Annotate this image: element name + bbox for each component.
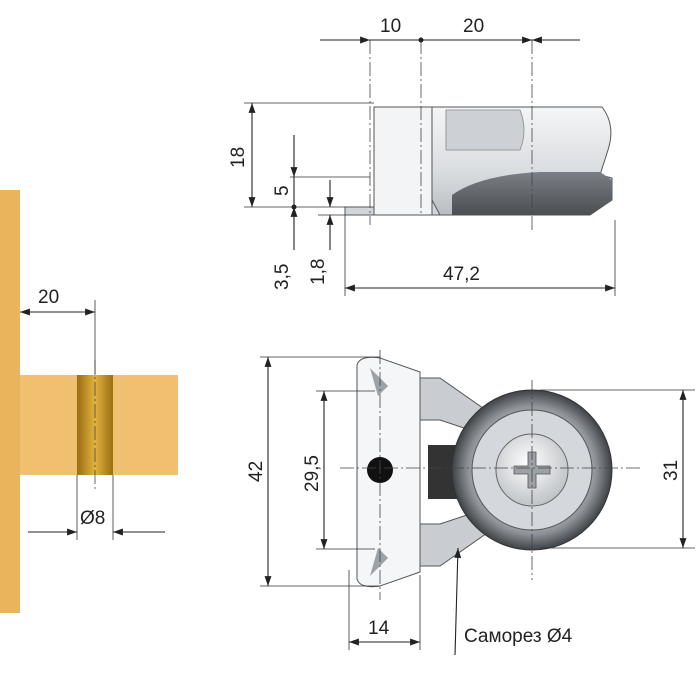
dim-width-29-5: 29,5 bbox=[302, 455, 323, 492]
dim-width-42: 42 bbox=[246, 461, 267, 482]
side-view: 10 20 18 5 3,5 1,8 47,2 bbox=[228, 16, 616, 296]
dim-dowel-diameter: Ø8 bbox=[80, 508, 105, 529]
dim-top-20: 20 bbox=[463, 16, 484, 37]
dim-wood-20: 20 bbox=[38, 287, 59, 308]
screw-note: Саморез Ø4 bbox=[464, 626, 573, 647]
dim-top-10: 10 bbox=[380, 16, 401, 37]
dim-height-18: 18 bbox=[228, 147, 249, 168]
dim-length-47-2: 47,2 bbox=[443, 264, 480, 285]
dim-height-3-5: 3,5 bbox=[272, 264, 293, 290]
dim-height-1-8: 1,8 bbox=[308, 259, 329, 285]
dim-height-5: 5 bbox=[272, 185, 293, 196]
dim-width-31: 31 bbox=[661, 460, 682, 481]
top-view: 42 29,5 31 14 Саморез Ø4 bbox=[246, 350, 695, 656]
wood-assembly: 20 Ø8 bbox=[0, 190, 178, 613]
vertical-panel bbox=[0, 190, 20, 613]
dim-width-14: 14 bbox=[368, 618, 390, 639]
